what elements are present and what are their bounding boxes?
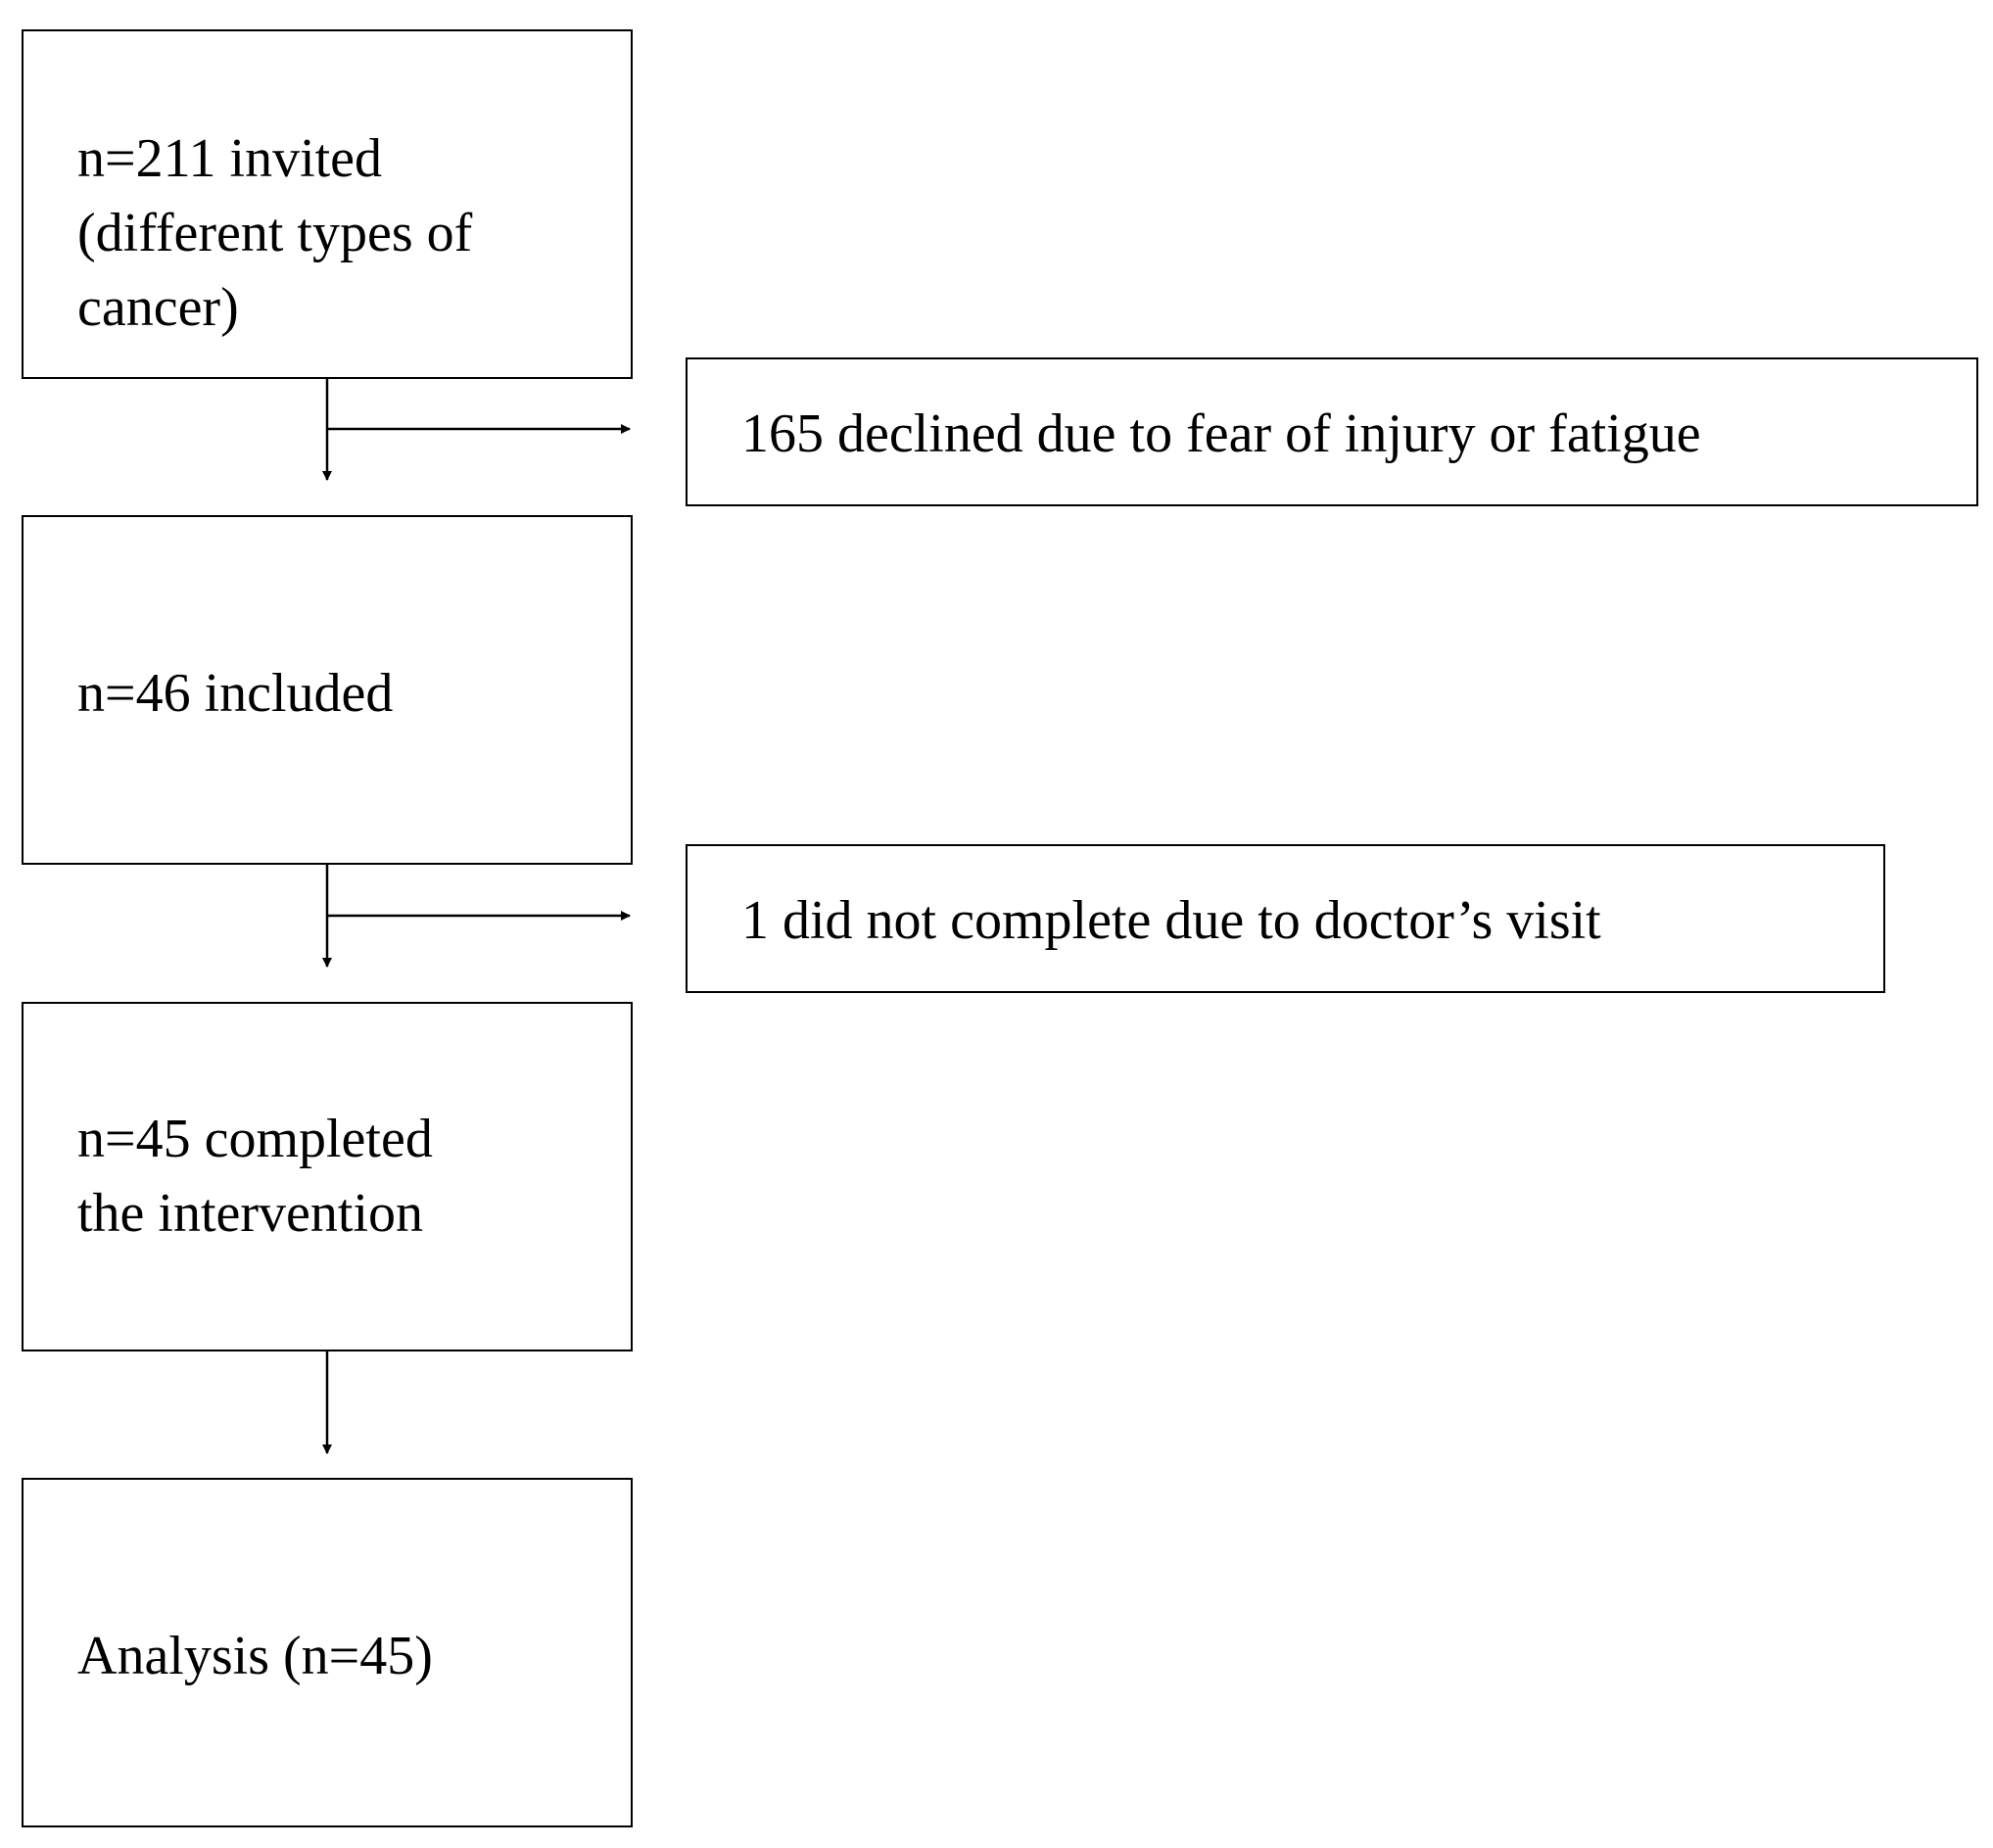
completed-line-2: the intervention [77, 1183, 424, 1244]
invited-line-1: n=211 invited [77, 128, 383, 189]
analysis-box: Analysis (n=45) [22, 1478, 633, 1827]
analysis-line-1: Analysis (n=45) [77, 1626, 433, 1686]
declined-text: 165 declined due to fear of injury or fa… [741, 403, 1701, 464]
not-completed-box: 1 did not complete due to doctor’s visit [686, 844, 1885, 993]
completed-line-1: n=45 completed [77, 1109, 433, 1169]
completed-box: n=45 completed the intervention [22, 1002, 633, 1351]
included-line-1: n=46 included [77, 663, 394, 724]
invited-line-3: cancer) [77, 277, 239, 338]
invited-text: n=211 invited (different types of cancer… [77, 121, 611, 345]
included-box: n=46 included [22, 515, 633, 865]
invited-line-2: (different types of [77, 203, 473, 263]
analysis-text: Analysis (n=45) [77, 1619, 611, 1693]
invited-box: n=211 invited (different types of cancer… [22, 29, 633, 379]
completed-text: n=45 completed the intervention [77, 1102, 611, 1251]
included-text: n=46 included [77, 656, 611, 731]
declined-box: 165 declined due to fear of injury or fa… [686, 357, 1978, 506]
not-completed-text: 1 did not complete due to doctor’s visit [741, 890, 1601, 951]
